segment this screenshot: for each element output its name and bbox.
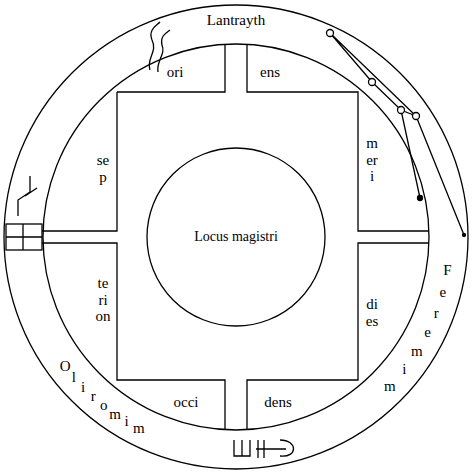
center-label: Locus magistri: [194, 229, 278, 245]
arc-letter: i: [81, 378, 85, 395]
arc-letter: m: [411, 343, 423, 360]
quarter-label: dies: [365, 296, 380, 329]
quarter-label: dens: [264, 394, 292, 411]
quarter-label: meri: [365, 135, 380, 185]
arc-letter: i: [402, 361, 406, 378]
arc-letter: i: [125, 412, 129, 429]
master-circle: Locus magistri: [146, 147, 326, 327]
left-sign: [18, 176, 37, 216]
quarter-label: ori: [167, 64, 184, 81]
constellation: [327, 30, 466, 237]
bottom-sign: [234, 440, 294, 458]
arc-letter: m: [109, 405, 121, 422]
quarter-label: ens: [260, 64, 280, 81]
circle-line: [43, 44, 429, 430]
arc-letter: o: [100, 397, 108, 414]
quarter-label: terion: [96, 275, 111, 325]
arc-letter: O: [60, 357, 71, 374]
arc-letter: l: [72, 368, 76, 385]
ring-name: Feremim: [382, 260, 455, 395]
quarter-label: sep: [96, 152, 111, 185]
arc-letter: r: [91, 388, 96, 405]
circle-line: [147, 148, 325, 326]
quarter-label: occi: [174, 394, 199, 411]
arc-letter: m: [133, 419, 145, 436]
outer-circle: LantraythFeremimOliromimoriensmeridiesoc…: [3, 4, 469, 470]
arc-letter: e: [440, 283, 447, 300]
square-cross: [42, 44, 429, 430]
arc-letter: r: [434, 304, 439, 321]
arc-letter: e: [424, 324, 431, 341]
circle-line: [4, 5, 468, 469]
gate-symbol: [6, 224, 42, 250]
ring-name: Oliromim: [57, 356, 147, 438]
arc-letter: m: [384, 377, 396, 394]
ring-name: Lantrayth: [207, 12, 265, 29]
inner-circle: oriensmeridiesoccidenssepterionLocus mag…: [42, 43, 430, 431]
arc-letter: F: [443, 262, 451, 279]
